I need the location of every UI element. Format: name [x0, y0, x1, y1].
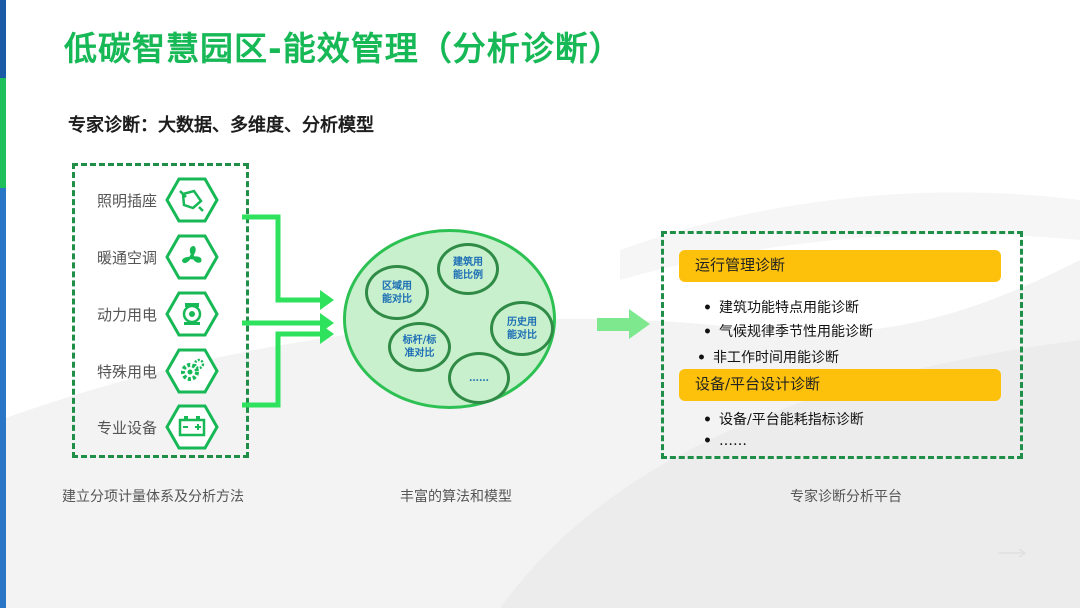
- accent-bar-middle: [0, 78, 6, 188]
- accent-bar-bottom: [0, 188, 6, 608]
- page-title: 低碳智慧园区-能效管理（分析诊断）: [64, 29, 623, 68]
- list-item: •非工作时间用能诊断: [697, 350, 839, 366]
- diagnosis-panel: [661, 231, 1023, 459]
- category-equipment: 专业设备: [75, 404, 225, 450]
- model-caption: 丰富的算法和模型: [400, 489, 512, 505]
- list-item: •气候规律季节性用能诊断: [703, 324, 873, 340]
- category-hvac: 暖通空调: [75, 234, 225, 280]
- category-label: 特殊用电: [97, 363, 158, 381]
- accent-bar-top: [0, 0, 6, 78]
- model-area-compare: 区域用 能对比: [365, 265, 429, 320]
- category-label: 动力用电: [97, 306, 158, 324]
- platform-caption: 专家诊断分析平台: [790, 489, 902, 505]
- metering-caption: 建立分项计量体系及分析方法: [62, 489, 244, 505]
- model-benchmark-compare: 标杆/标 准对比: [388, 322, 451, 372]
- category-lighting: 照明插座: [75, 177, 225, 223]
- battery-icon: [165, 404, 219, 450]
- section-design-title: 设备/平台设计诊断: [679, 369, 1001, 401]
- category-label: 照明插座: [97, 192, 158, 210]
- category-special: 特殊用电: [75, 348, 225, 394]
- metering-panel: 照明插座 暖通空调 动力用电: [72, 163, 249, 458]
- fan-icon: [165, 234, 219, 280]
- list-item: •建筑功能特点用能诊断: [703, 300, 859, 316]
- section-operation-title: 运行管理诊断: [679, 250, 1001, 282]
- list-item: •设备/平台能耗指标诊断: [703, 412, 864, 428]
- category-label: 暖通空调: [97, 249, 158, 267]
- motor-icon: [165, 291, 219, 337]
- model-history-compare: 历史用 能对比: [490, 301, 554, 356]
- category-power: 动力用电: [75, 291, 225, 337]
- gear-icon: [165, 348, 219, 394]
- model-more: ……: [448, 352, 510, 404]
- list-item: •……: [703, 433, 747, 449]
- category-label: 专业设备: [97, 419, 158, 437]
- model-building-ratio: 建筑用 能比例: [437, 243, 499, 295]
- page-subtitle: 专家诊断：大数据、多维度、分析模型: [68, 115, 374, 136]
- plug-icon: [165, 177, 219, 223]
